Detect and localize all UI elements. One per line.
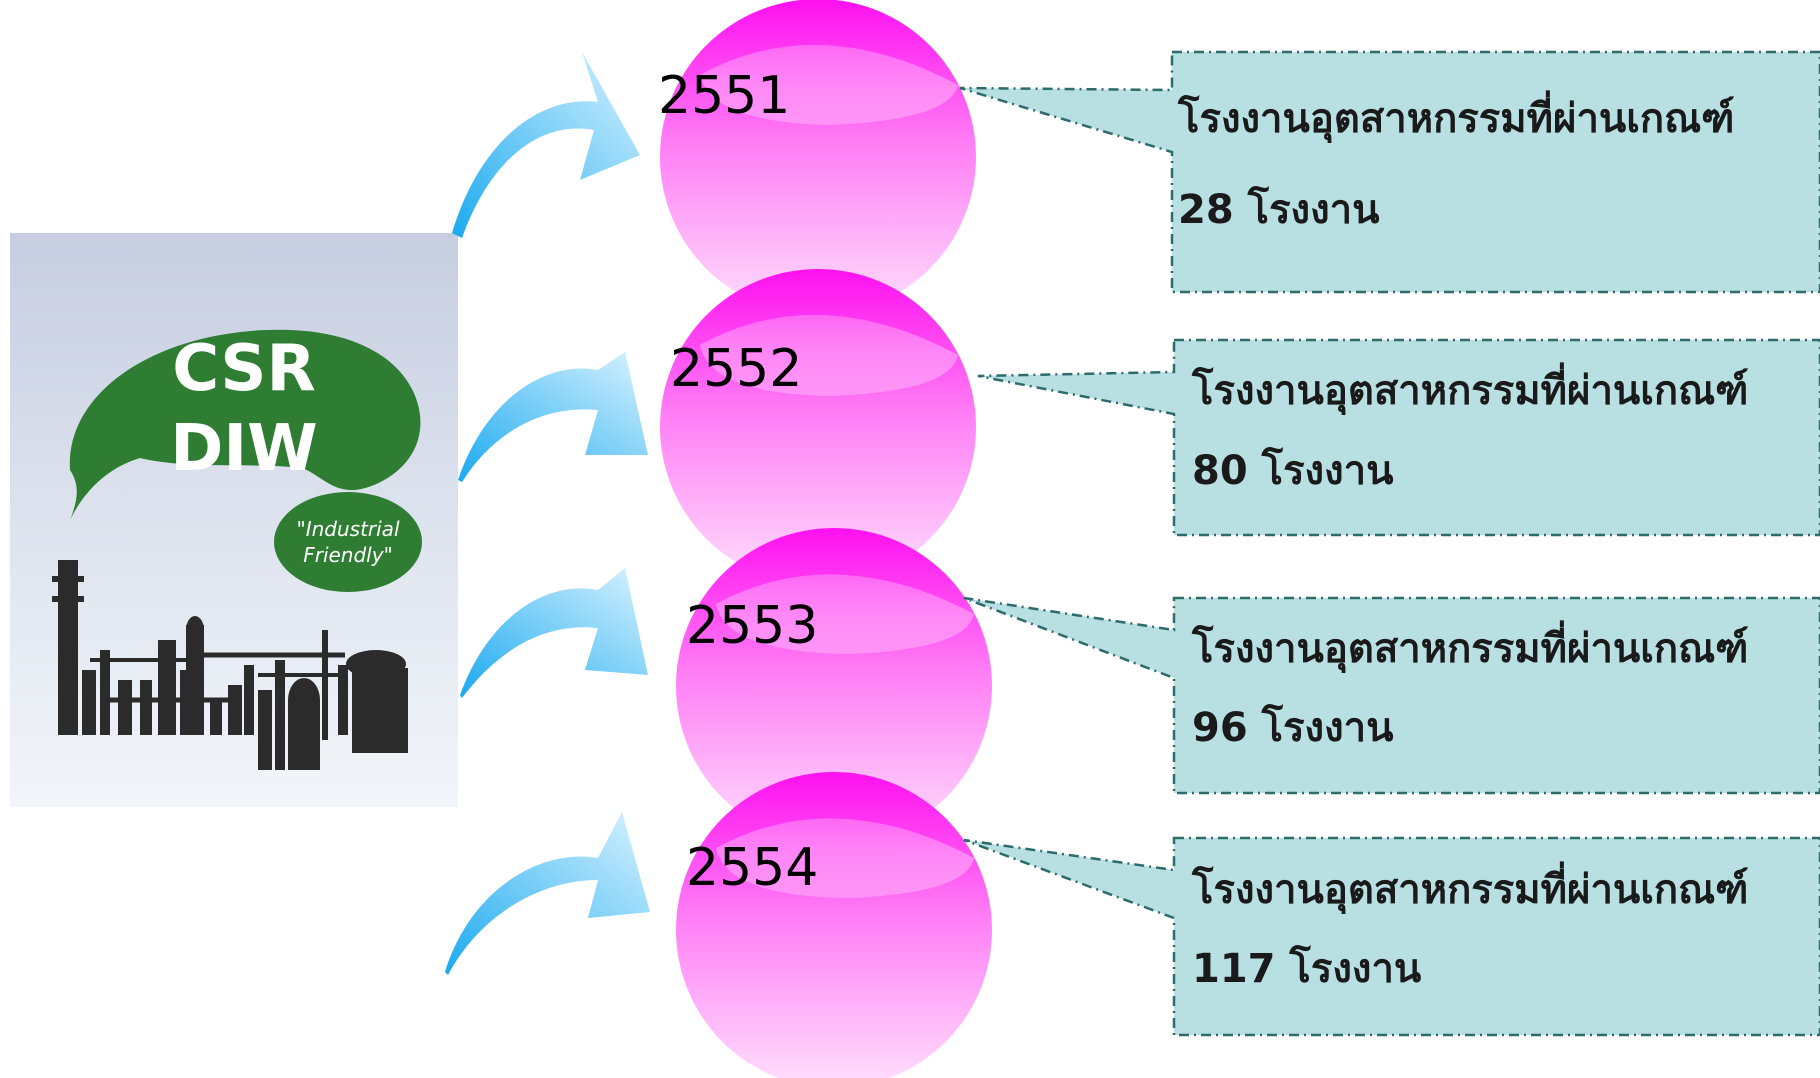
callout-label: โรงงานอุตสาหกรรมที่ผ่านเกณฑ์ xyxy=(1177,90,1734,144)
callout-box: โรงงานอุตสาหกรรมที่ผ่านเกณฑ์ 28 โรงงาน xyxy=(959,50,1820,294)
callouts: โรงงานอุตสาหกรรมที่ผ่านเกณฑ์ 28 โรงงาน โ… xyxy=(959,50,1820,1037)
curved-arrow-icon xyxy=(452,52,640,238)
year-label: 2553 xyxy=(686,596,818,656)
tagline-bubble xyxy=(274,492,422,592)
year-spheres: 2551 2552 2553 2554 xyxy=(658,0,992,1078)
callout-label: โรงงานอุตสาหกรรมที่ผ่านเกณฑ์ xyxy=(1191,861,1748,915)
logo-line-csr: CSR xyxy=(172,332,316,406)
year-sphere: 2551 xyxy=(658,0,976,315)
logo-line-diw: DIW xyxy=(170,412,318,486)
callout-label: โรงงานอุตสาหกรรมที่ผ่านเกณฑ์ xyxy=(1191,620,1748,674)
curved-arrow-icon xyxy=(458,352,648,482)
year-label: 2551 xyxy=(658,66,790,126)
callout-count: 80 โรงงาน xyxy=(1192,447,1393,494)
curved-arrow-icon xyxy=(460,568,648,698)
year-sphere: 2553 xyxy=(676,528,992,844)
callout-count: 28 โรงงาน xyxy=(1178,186,1379,233)
year-sphere: 2554 xyxy=(676,772,992,1078)
callout-box: โรงงานอุตสาหกรรมที่ผ่านเกณฑ์ 117 โรงงาน xyxy=(963,836,1820,1037)
callout-box: โรงงานอุตสาหกรรมที่ผ่านเกณฑ์ 96 โรงงาน xyxy=(963,596,1820,795)
curved-arrow-icon xyxy=(445,812,650,975)
callout-count: 96 โรงงาน xyxy=(1192,704,1393,751)
factory-silhouette-icon xyxy=(52,560,408,770)
logo-tagline-1: "Industrial xyxy=(297,517,400,541)
csr-diw-logo: CSR DIW "Industrial Friendly" xyxy=(10,233,458,807)
speech-bubble xyxy=(69,329,421,520)
callout-label: โรงงานอุตสาหกรรมที่ผ่านเกณฑ์ xyxy=(1191,362,1748,416)
year-label: 2552 xyxy=(670,339,802,399)
callout-count: 117 โรงงาน xyxy=(1192,945,1421,992)
curved-arrows xyxy=(445,52,650,975)
year-sphere: 2552 xyxy=(660,269,976,585)
year-label: 2554 xyxy=(686,838,818,898)
callout-box: โรงงานอุตสาหกรรมที่ผ่านเกณฑ์ 80 โรงงาน xyxy=(977,338,1820,537)
logo-tagline-2: Friendly" xyxy=(303,543,393,567)
